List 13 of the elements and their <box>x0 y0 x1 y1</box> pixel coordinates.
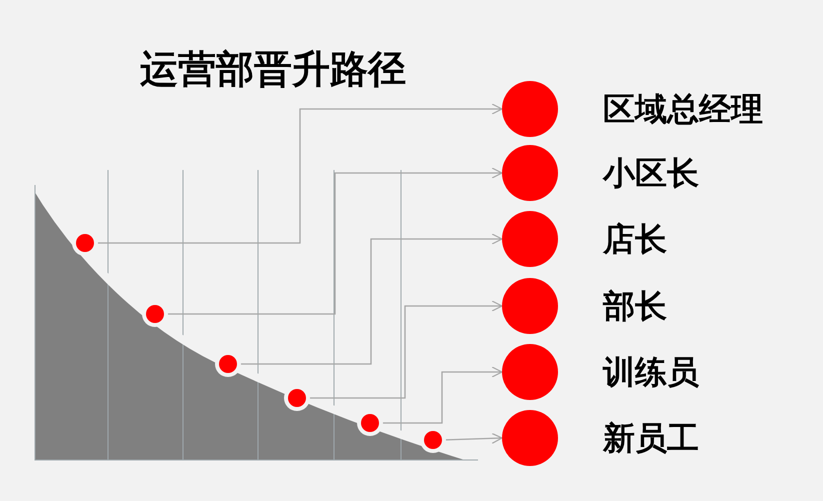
title: 运营部晋升路径 <box>140 46 406 93</box>
curve-dot <box>219 355 237 373</box>
curve-dot <box>146 305 164 323</box>
curve-dot <box>76 234 94 252</box>
stage-label: 小区长 <box>603 154 699 192</box>
curve-dot <box>361 414 379 432</box>
curve-dot <box>424 431 442 449</box>
curve-dot <box>288 389 306 407</box>
stage-label: 区域总经理 <box>603 90 763 128</box>
stage-label: 店长 <box>603 220 667 258</box>
stage-label: 新员工 <box>603 418 699 458</box>
stage-label: 部长 <box>603 286 667 326</box>
stage-label: 训练员 <box>603 352 699 392</box>
